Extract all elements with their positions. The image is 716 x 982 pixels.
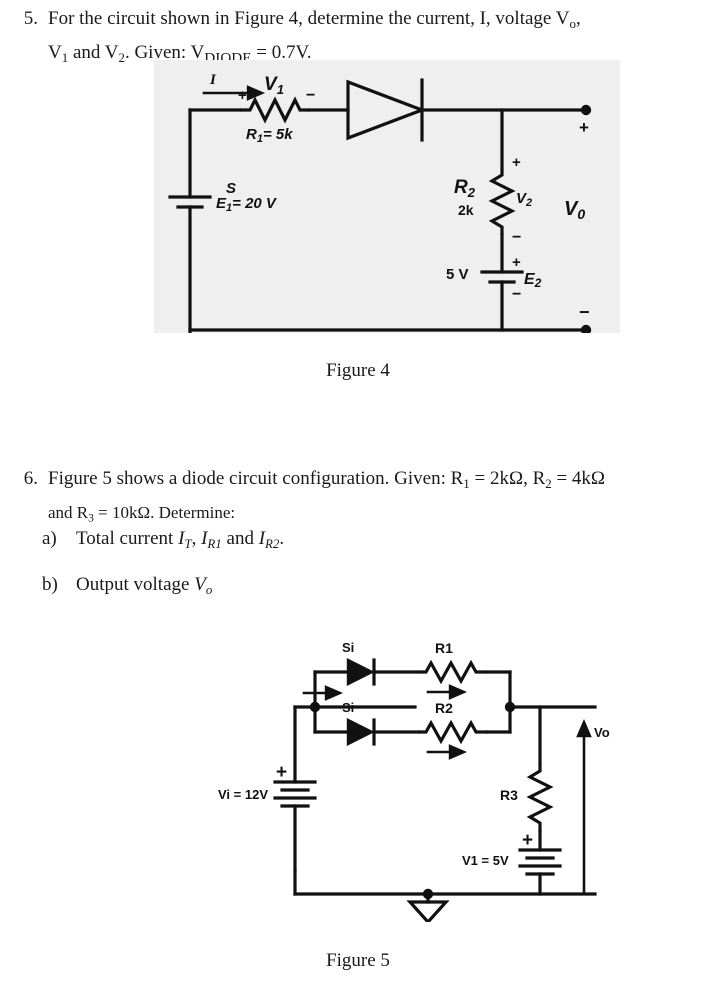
diode1-triangle [346, 658, 375, 686]
resistor-r2-symbol [418, 719, 488, 745]
r2-label: R2 [435, 700, 453, 716]
figure-5-diagram: + Vi = 12V Si R1 Si R2 [200, 612, 620, 922]
question-6-line-1: Figure 5 shows a diode circuit configura… [48, 468, 606, 491]
question-6-item-b: b) Output voltage Vo [42, 570, 212, 604]
figure-4-svg: I + V1 − R1= 5k R2 2k + V2 − [168, 72, 592, 333]
figure-5-caption: Figure 5 [326, 950, 390, 971]
e2-name-label: E2 [524, 271, 542, 290]
output-minus-sign: − [579, 302, 590, 322]
question-5-number: 5. [23, 8, 38, 29]
current-label-I: I [209, 72, 217, 88]
resistor-r1-symbol [240, 96, 310, 124]
r2-minus-sign: − [512, 229, 521, 246]
diode2-triangle [346, 718, 375, 746]
e1-label: E1= 20 V [216, 195, 278, 214]
r1-plus-sign: + [238, 87, 247, 104]
r1-minus-sign: − [306, 87, 315, 104]
question-6-item-a: a) Total current IT, IR1 and IR2. [42, 524, 284, 558]
vi-label: Vi = 12V [218, 787, 268, 802]
ground-icon [406, 900, 450, 922]
ir2-arrow-head [448, 744, 468, 760]
output-terminal-positive [580, 104, 592, 116]
output-plus-sign: + [579, 118, 589, 137]
resistor-r3-symbol [526, 764, 554, 832]
item-b-text: Output voltage Vo [76, 574, 213, 597]
r2-value-label: 2k [458, 202, 474, 218]
vo-label: V0 [564, 198, 585, 222]
r2-name-label: R2 [454, 177, 476, 200]
diode1-si-label: Si [342, 640, 354, 655]
v1-plus-sign: + [522, 830, 533, 851]
question-6-block: 6. Figure 5 shows a diode circuit config… [8, 464, 714, 532]
v2-label: V2 [516, 190, 532, 209]
r1-label: R1 [435, 640, 453, 656]
vi-plus-sign: + [276, 762, 287, 783]
vo-label: Vo [594, 725, 610, 740]
resistor-r1-symbol [418, 659, 488, 685]
switch-s-label: S [226, 180, 236, 197]
figure-5-svg: + Vi = 12V Si R1 Si R2 [218, 640, 610, 922]
figure-4-diagram: I + V1 − R1= 5k R2 2k + V2 − [154, 60, 620, 333]
r1-value-label: R1= 5k [246, 126, 293, 145]
question-6-text: Figure 5 shows a diode circuit configura… [48, 464, 714, 532]
v1-label: V1 = 5V [462, 853, 509, 868]
question-6-number: 6. [23, 468, 38, 489]
question-5-line-1: For the circuit shown in Figure 4, deter… [48, 8, 581, 31]
resistor-r2-symbol [488, 168, 516, 235]
ir1-arrow-head [448, 684, 468, 700]
item-a-label: a) [42, 528, 57, 549]
input-current-arrow-head [324, 685, 344, 701]
vo-arrow-head [576, 718, 592, 738]
current-arrow-head [246, 85, 266, 101]
e2-minus-sign: − [512, 286, 521, 303]
item-b-label: b) [42, 574, 58, 595]
r3-label: R3 [500, 787, 518, 803]
item-a-text: Total current IT, IR1 and IR2. [76, 528, 285, 551]
diode-triangle [346, 79, 427, 141]
e2-plus-sign: + [512, 254, 521, 271]
v1-label: V1 [264, 74, 284, 97]
diode2-si-label: Si [342, 700, 354, 715]
question-6-line-2: and R3 = 10kΩ. Determine: [48, 502, 236, 525]
figure-4-caption: Figure 4 [326, 360, 390, 381]
output-terminal-negative [580, 324, 592, 333]
e2-value-label: 5 V [446, 266, 469, 283]
r2-plus-sign: + [512, 154, 521, 171]
